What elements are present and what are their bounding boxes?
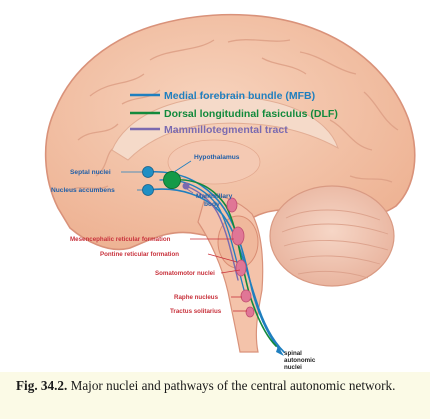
thalamus [168,140,260,184]
label-tractus-solitarius: Tractus solitarius [170,308,222,315]
legend-dlf: Dorsal longitudinal fasiculus (DLF) [164,108,338,120]
label-mammillary-body-2: body [204,201,220,208]
label-mesencephalic: Mesencephalic reticular formation [70,236,171,243]
label-septal-nuclei: Septal nuclei [70,169,111,176]
legend-mt: Mammillotegmental tract [164,124,288,136]
label-nucleus-accumbens: Nucleus accumbens [51,187,115,194]
label-mammillary-body-1: Mammillary [196,193,233,200]
cerebellum [270,186,394,286]
mammillary-dot [183,183,190,190]
label-somatomotor: Somatomotor nuclei [155,270,215,277]
label-hypothalamus: Hypothalamus [194,154,240,161]
caption-fig-number: Fig. 34.2. [16,378,67,393]
accumbens-dot [143,185,154,196]
legend-mfb: Medial forebrain bundle (MFB) [164,90,315,102]
caption-text: Major nuclei and pathways of the central… [71,378,396,393]
figure-illustration: Medial forebrain bundle (MFB) Dorsal lon… [0,0,430,372]
label-spinal-2: autonomic [284,357,316,364]
hypothalamus-dot [164,172,181,189]
label-pontine: Pontine reticular formation [100,251,179,258]
figure-caption: Fig. 34.2. Major nuclei and pathways of … [16,377,416,394]
label-raphe: Raphe nucleus [174,294,219,301]
septal-nucleus-dot [143,167,154,178]
label-spinal-3: nuclei [284,364,302,371]
label-spinal-1: spinal [284,350,302,357]
